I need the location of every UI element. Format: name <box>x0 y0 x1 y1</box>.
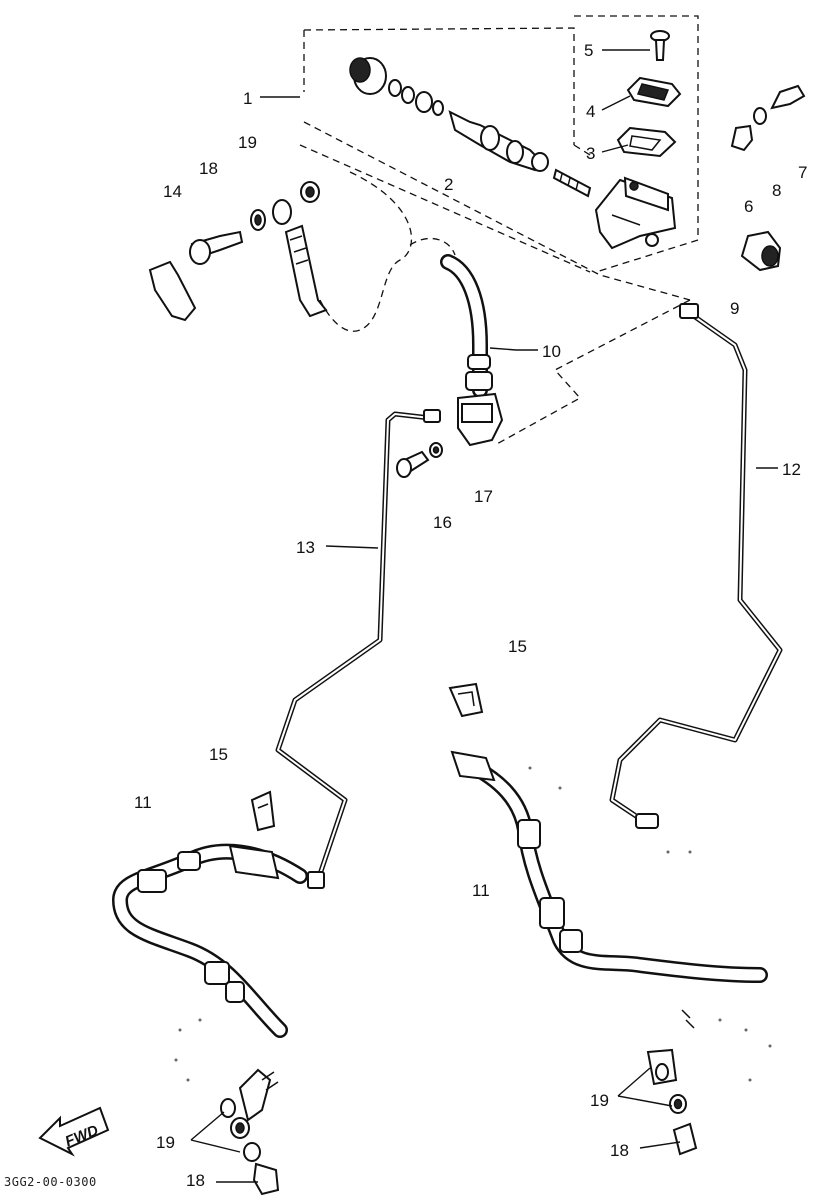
brake-hose-11-right <box>450 750 768 983</box>
holder-bolt <box>730 84 806 272</box>
callout-9: 9 <box>730 299 739 318</box>
brake-hose-11-left <box>112 843 308 1038</box>
callout-14: 14 <box>163 182 182 201</box>
reservoir-cap <box>626 76 682 108</box>
cap-screw <box>650 30 670 61</box>
line-10-dashed <box>494 299 691 446</box>
callout-10: 10 <box>542 342 561 361</box>
hose10-dashed <box>409 237 456 256</box>
clip-15-left <box>250 790 276 832</box>
cap-group-outline <box>574 15 699 273</box>
caliper-fitting-right <box>646 1009 698 1156</box>
fwd-arrow-icon: FWD <box>38 1106 110 1157</box>
leader-lines <box>190 49 778 1183</box>
callout-4: 4 <box>586 102 595 121</box>
callout-19-top: 19 <box>238 133 257 152</box>
callout-11-left: 11 <box>134 793 152 812</box>
brake-pipe-13 <box>275 409 441 889</box>
callout-7: 7 <box>798 163 807 182</box>
callout-16: 16 <box>433 513 452 532</box>
piston-kit <box>349 57 549 172</box>
callout-18-bottom-left: 18 <box>186 1171 205 1190</box>
diaphragm <box>616 126 677 158</box>
callout-17: 17 <box>474 487 493 506</box>
callout-18-top: 18 <box>199 159 218 178</box>
master-cylinder-group-outline <box>303 27 691 301</box>
callout-8: 8 <box>772 181 781 200</box>
callout-3: 3 <box>586 144 595 163</box>
push-rod <box>552 168 592 198</box>
drawing-code: 3GG2-00-0300 <box>4 1175 97 1189</box>
callout-labels: 1 2 3 4 5 6 7 8 9 10 11 11 12 13 14 15 1… <box>134 41 807 1190</box>
callout-15-right: 15 <box>508 637 527 656</box>
callout-6: 6 <box>744 197 753 216</box>
caliper-fitting-left <box>220 1068 280 1196</box>
callout-5: 5 <box>584 41 593 60</box>
callout-19-bottom-left: 19 <box>156 1133 175 1152</box>
callout-11-right: 11 <box>472 881 490 900</box>
callout-2: 2 <box>444 175 453 194</box>
callout-12: 12 <box>782 460 801 479</box>
line-2-dashed <box>299 144 591 273</box>
master-cylinder-body <box>594 176 677 250</box>
callout-15-left: 15 <box>209 745 228 764</box>
clip-15-right <box>448 682 484 718</box>
brake-hose-10 <box>440 254 504 447</box>
reservoir-hose-parts <box>148 181 328 322</box>
reservoir-hose-dashed <box>319 171 413 332</box>
speckle <box>174 766 772 1082</box>
callout-1: 1 <box>243 89 252 108</box>
callout-13: 13 <box>296 538 315 557</box>
brake-pipe-12 <box>609 303 783 829</box>
callout-19-bottom-right: 19 <box>590 1091 609 1110</box>
union-bolt-16-17 <box>396 442 443 478</box>
callout-18-bottom-right: 18 <box>610 1141 629 1160</box>
